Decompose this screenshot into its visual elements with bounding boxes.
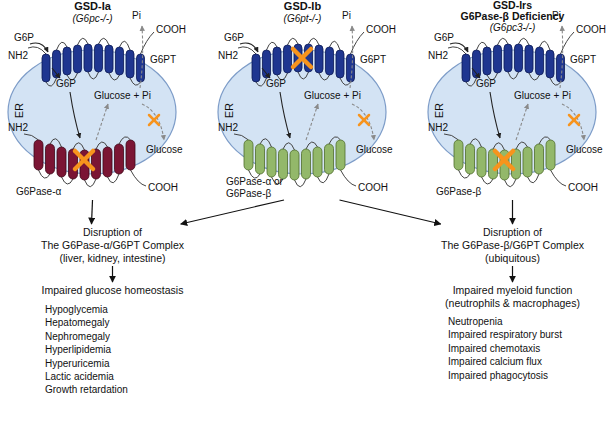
er-membrane (428, 50, 596, 174)
phenotype-group: Impaired glucose homeostasisHypoglycemia… (10, 282, 215, 417)
g6pase-enzyme: G6Pase-α (14, 132, 139, 200)
disease-heading: G6Pase-β Deficiency (420, 10, 605, 23)
flow-arrow (181, 200, 284, 224)
terminus-label: COOH (156, 24, 186, 36)
complex-text: (ubiquitous) (425, 252, 600, 265)
complex-text: Disruption of (25, 226, 200, 239)
metabolite-label: G6P (434, 32, 454, 44)
metabolite-label: Glucose (356, 144, 393, 156)
terminus-label: COOH (576, 24, 606, 36)
phenotype-heading: (neutrophils & macrophages) (420, 297, 605, 310)
protein-label: G6Pase-β (436, 186, 481, 198)
disease-heading: GSD-Ib (210, 0, 395, 13)
terminus-label: COOH (148, 182, 178, 194)
g6pt-transporter: G6PT (40, 40, 180, 80)
symptom-item: Lactic acidemia (45, 371, 114, 383)
symptom-item: Growth retardation (45, 384, 128, 396)
symptom-item: Neutropenia (448, 316, 502, 328)
metabolite-label: G6P (476, 78, 496, 90)
symptom-item: Nephromegaly (45, 331, 110, 343)
protein-label: G6PT (150, 54, 176, 66)
metabolite-label: Glucose + Pi (304, 90, 361, 102)
phenotype-heading: Impaired myeloid function (420, 284, 605, 297)
metabolite-label: G6P (56, 78, 76, 90)
metabolite-label: Pi (552, 10, 561, 22)
metabolite-label: Glucose + Pi (94, 90, 151, 102)
compartment-label: ER (223, 103, 236, 118)
er-membrane (218, 50, 386, 174)
er-membrane (8, 50, 176, 174)
symptom-item: Hypoglycemia (45, 304, 108, 316)
flow-arrow (512, 266, 513, 282)
complex-text: Disruption of (425, 226, 600, 239)
complex-disruption: Disruption ofThe G6Pase-β/G6PT Complex(u… (425, 224, 600, 266)
symptom-item: Impaired phagocytosis (448, 370, 548, 382)
g6pt-transporter: G6PT (250, 40, 390, 80)
terminus-label: NH2 (428, 50, 448, 62)
terminus-label: NH2 (8, 122, 28, 134)
symptom-item: Hepatomegaly (45, 317, 109, 329)
phenotype-group: Impaired myeloid function(neutrophils & … (420, 282, 605, 382)
disease-heading: GSD-Irs (420, 0, 605, 12)
terminus-label: COOH (366, 24, 396, 36)
metabolite-label: G6P (224, 32, 244, 44)
metabolite-label: G6P (266, 78, 286, 90)
flow-arrow (340, 200, 441, 224)
symptom-item: Hyperlipidemia (45, 344, 111, 356)
compartment-label: ER (433, 103, 446, 118)
terminus-label: NH2 (218, 50, 238, 62)
flow-arrow (112, 266, 113, 282)
symptom-item: Impaired calcium flux (448, 356, 542, 368)
g6pase-enzyme: G6Pase-α or G6Pase-β (224, 132, 349, 200)
protein-label: G6Pase-α or G6Pase-β (226, 176, 288, 200)
metabolite-label: Pi (132, 10, 141, 22)
metabolite-label: Pi (342, 10, 351, 22)
terminus-label: COOH (568, 182, 598, 194)
complex-disruption: Disruption ofThe G6Pase-α/G6PT Complex(l… (25, 224, 200, 266)
metabolite-label: Glucose (146, 144, 183, 156)
disease-heading: GSD-Ia (0, 0, 185, 13)
complex-text: The G6Pase-β/G6PT Complex (425, 239, 600, 252)
flow-arrow (92, 200, 93, 224)
symptom-item: Hyperuricemia (45, 358, 109, 370)
genotype-text: (G6pc-/-) (0, 13, 185, 25)
g6pt-transporter: G6PT (460, 40, 600, 80)
flow-arrow (512, 200, 513, 224)
genotype-text: (G6pt-/-) (210, 13, 395, 25)
terminus-label: NH2 (218, 122, 238, 134)
terminus-label: NH2 (8, 50, 28, 62)
compartment-label: ER (13, 103, 26, 118)
g6pase-enzyme: G6Pase-β (434, 132, 559, 200)
terminus-label: NH2 (428, 122, 448, 134)
complex-text: (liver, kidney, intestine) (25, 252, 200, 265)
protein-label: G6PT (360, 54, 386, 66)
metabolite-label: Glucose (566, 144, 603, 156)
metabolite-label: G6P (14, 32, 34, 44)
symptom-item: Impaired respiratory burst (448, 329, 562, 341)
protein-label: G6PT (570, 54, 596, 66)
complex-text: The G6Pase-α/G6PT Complex (25, 239, 200, 252)
phenotype-heading: Impaired glucose homeostasis (10, 284, 215, 297)
protein-label: G6Pase-α (16, 186, 61, 198)
symptom-item: Impaired chemotaxis (448, 343, 540, 355)
terminus-label: COOH (358, 182, 388, 194)
metabolite-label: Glucose + Pi (514, 90, 571, 102)
